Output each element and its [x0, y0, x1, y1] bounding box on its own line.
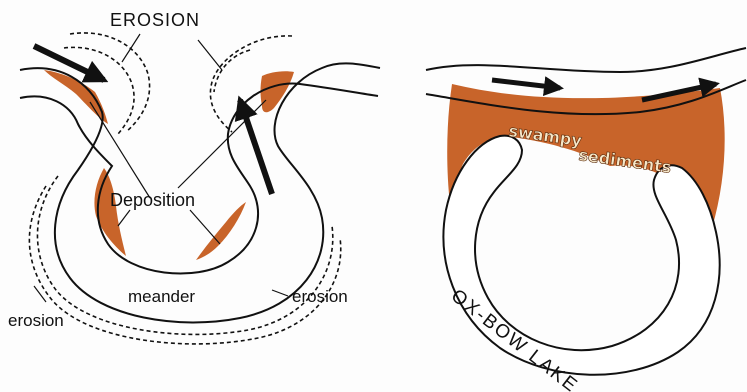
deposit-inner-right — [196, 202, 246, 260]
river-upper-bank — [426, 48, 746, 72]
pointer-erosion-left — [122, 34, 140, 62]
oxbow-lake-outer — [443, 136, 719, 375]
pointer-erosion-right — [198, 40, 222, 70]
pointer-lines — [34, 34, 288, 302]
label-deposition: Deposition — [110, 190, 195, 210]
label-erosion-top: EROSION — [110, 10, 200, 30]
river-flow-arrow-left — [492, 80, 560, 88]
meander-inner-bank — [20, 84, 378, 274]
oxbow-panel: swampy sediments OX-BOW LAKE — [426, 48, 746, 392]
meander-outer-bank — [20, 63, 380, 322]
meander-panel: EROSION Deposition meander erosion erosi… — [8, 10, 380, 344]
label-erosion-right: erosion — [292, 287, 348, 306]
deposit-inner-left — [94, 168, 126, 256]
pointer-depo-3 — [118, 210, 130, 226]
erosion-outline-upper-right-2 — [214, 50, 250, 92]
pointer-depo-4 — [190, 210, 220, 244]
label-meander: meander — [128, 287, 195, 306]
label-ox-bow-lake: OX-BOW LAKE — [447, 285, 582, 392]
pointer-erosion-lower-right — [272, 290, 288, 296]
label-erosion-left: erosion — [8, 311, 64, 330]
